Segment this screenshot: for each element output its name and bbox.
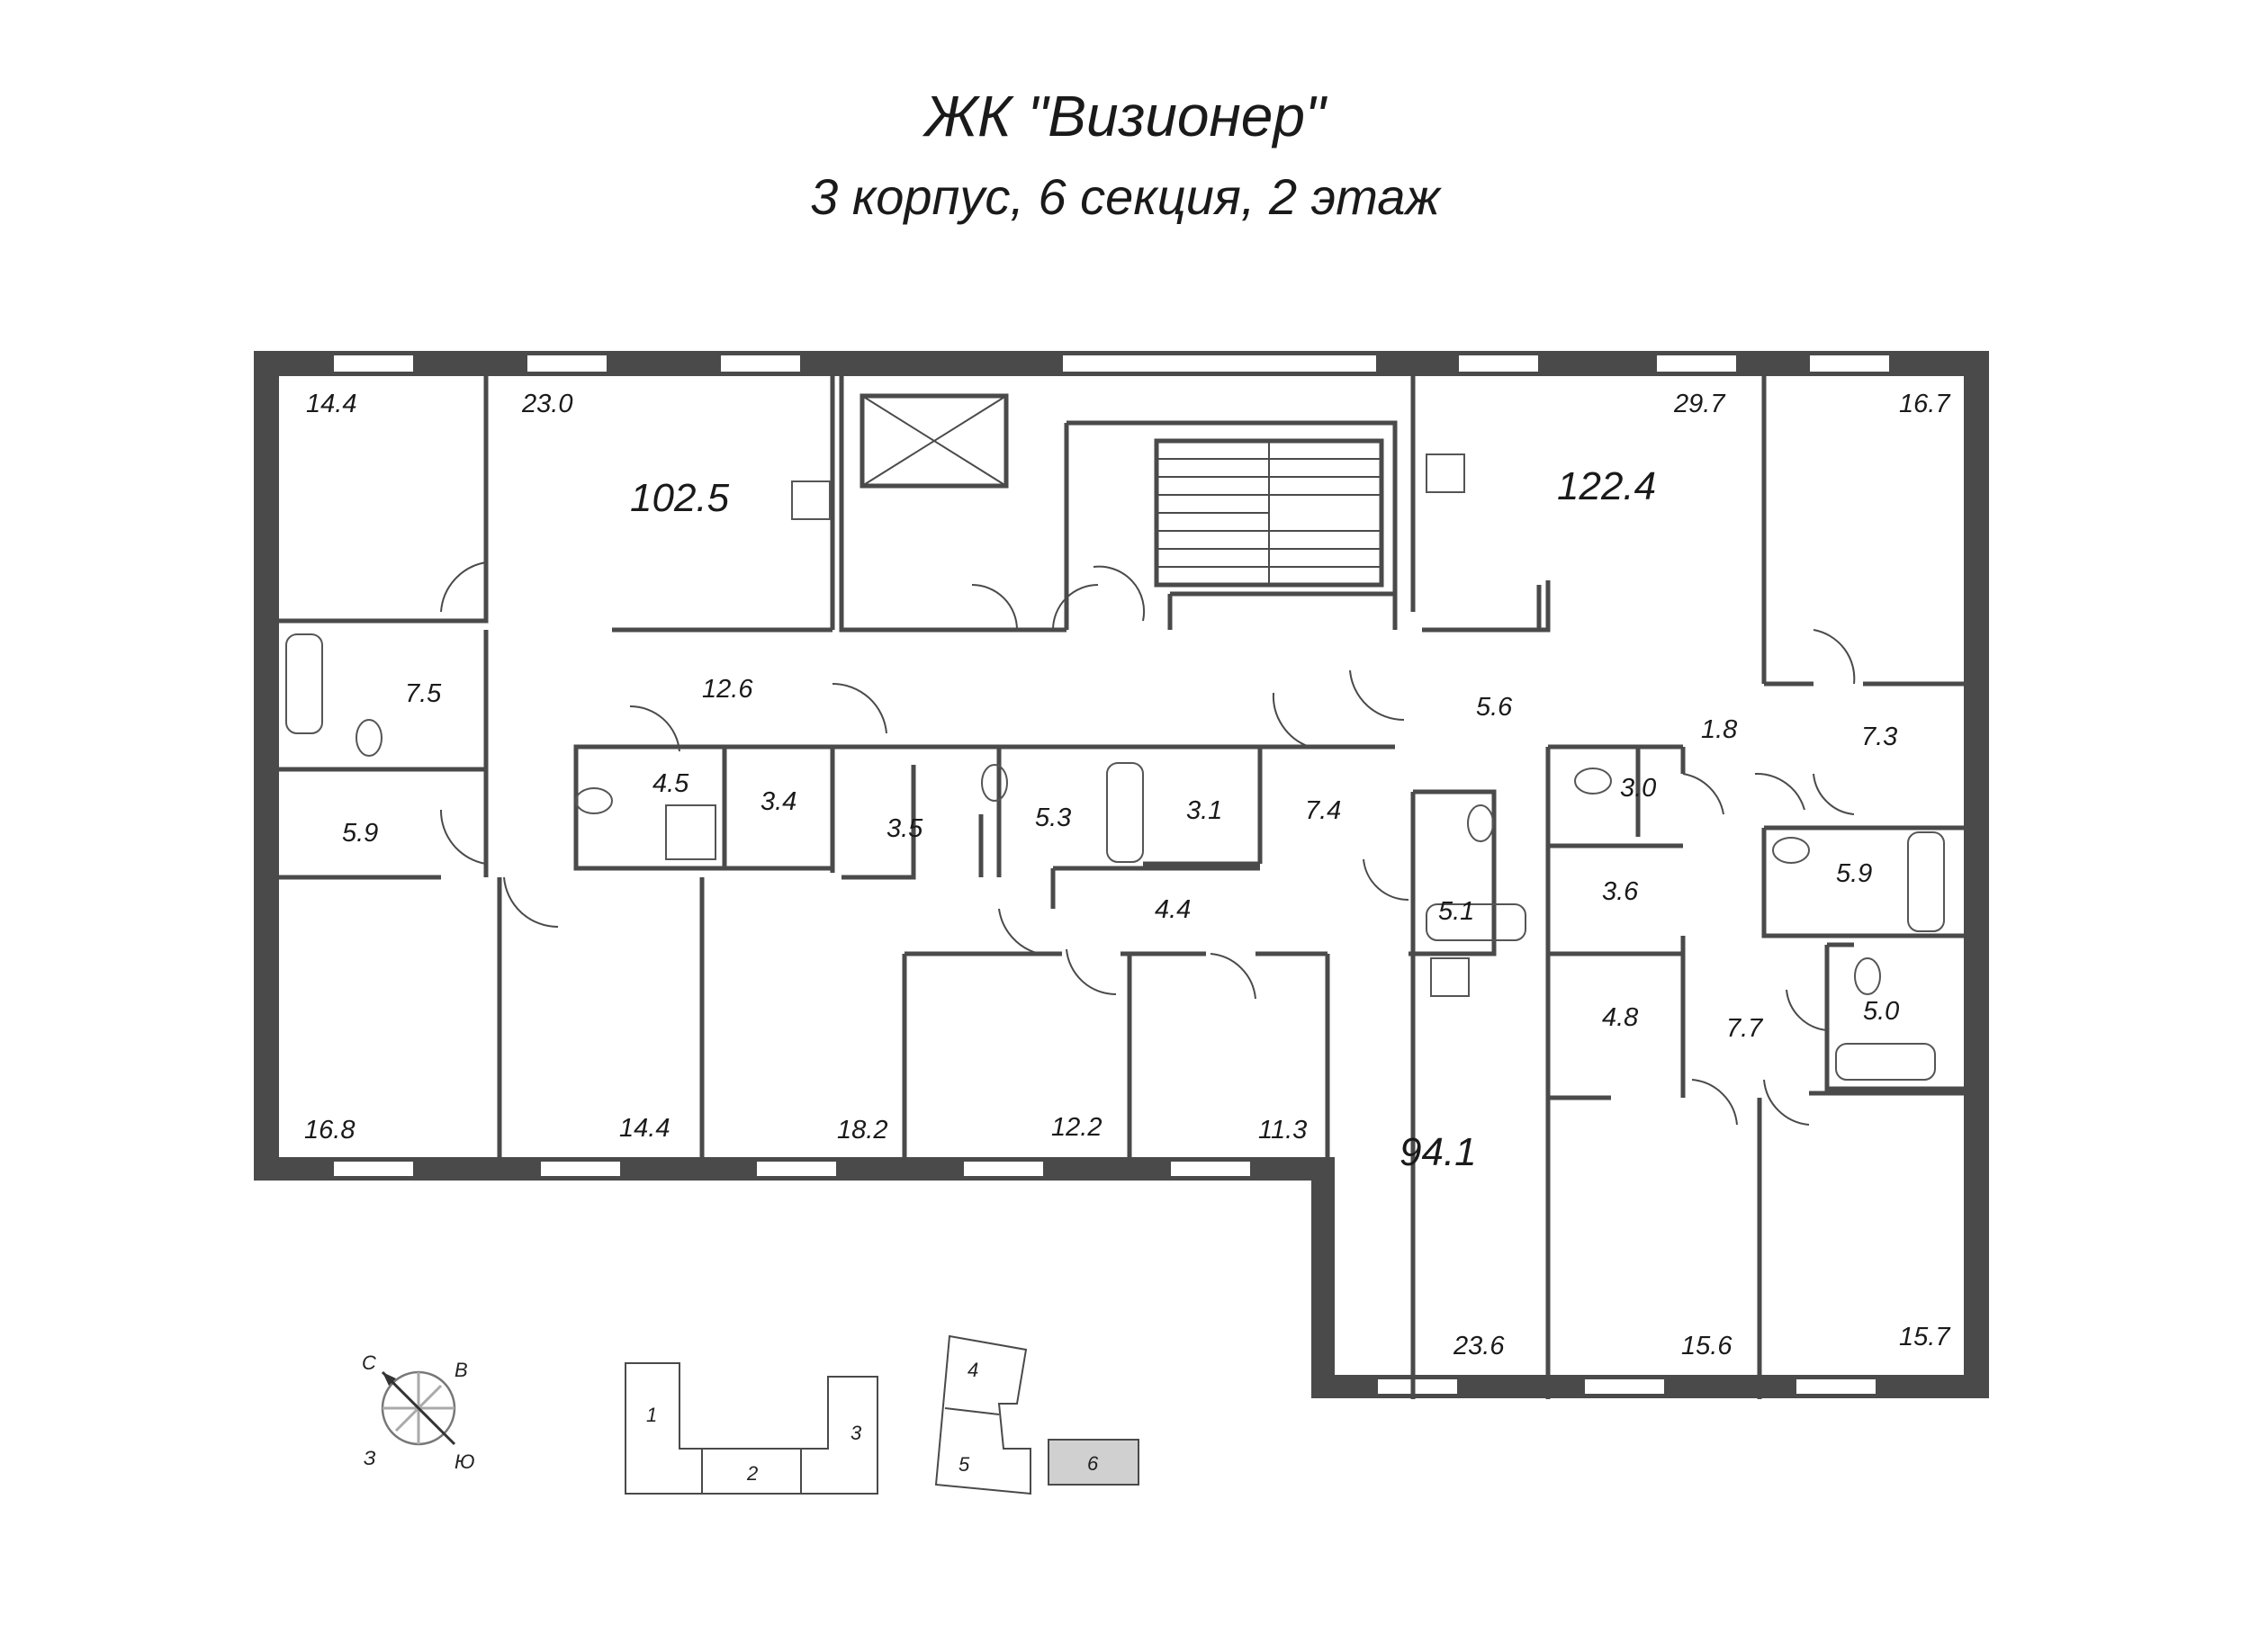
staircase bbox=[1154, 438, 1384, 588]
key-section-label: 1 bbox=[646, 1404, 657, 1426]
room-area: 16.8 bbox=[304, 1116, 355, 1145]
apartment-total-area: 94.1 bbox=[1400, 1130, 1477, 1174]
room-area: 3.1 bbox=[1186, 796, 1222, 825]
floor-subtitle: 3 корпус, 6 секция, 2 этаж bbox=[810, 168, 1440, 225]
key-section-label: 2 bbox=[746, 1462, 758, 1485]
room-area: 16.7 bbox=[1899, 390, 1951, 418]
room-area: 18.2 bbox=[837, 1116, 887, 1145]
room-area: 4.8 bbox=[1602, 1003, 1638, 1032]
room-area: 5.0 bbox=[1863, 997, 1899, 1026]
room-area: 7.5 bbox=[405, 679, 442, 708]
room-area: 3.0 bbox=[1620, 774, 1656, 803]
shower-icon bbox=[665, 804, 716, 860]
room-area: 5.3 bbox=[1035, 804, 1071, 832]
room-area: 3.4 bbox=[760, 787, 796, 816]
compass-south: Ю bbox=[454, 1450, 475, 1473]
room-area: 12.6 bbox=[702, 675, 753, 704]
windows bbox=[332, 354, 1891, 1396]
room-area: 14.4 bbox=[619, 1114, 670, 1143]
apartment-total-area: 102.5 bbox=[630, 476, 730, 520]
key-plan: 1 2 3 4 5 6 bbox=[625, 1334, 1139, 1495]
room-area: 5.9 bbox=[1836, 859, 1872, 888]
room-areas: 14.4 23.0 7.5 12.6 5.9 4.5 3.4 3.5 5.3 3… bbox=[304, 390, 1951, 1360]
room-area: 7.3 bbox=[1861, 723, 1897, 751]
room-area: 4.4 bbox=[1155, 895, 1191, 924]
room-area: 12.2 bbox=[1051, 1113, 1102, 1142]
complex-title: ЖК "Визионер" bbox=[924, 84, 1326, 148]
room-area: 7.4 bbox=[1305, 796, 1341, 825]
room-area: 5.9 bbox=[342, 819, 378, 848]
key-section-label: 5 bbox=[958, 1453, 970, 1476]
stove-icon bbox=[791, 453, 1470, 997]
interior-walls bbox=[279, 376, 1964, 1399]
room-area: 3.5 bbox=[886, 814, 923, 843]
room-area: 23.6 bbox=[1453, 1332, 1505, 1360]
key-section-label: 4 bbox=[968, 1359, 978, 1381]
key-section-highlighted bbox=[1048, 1439, 1139, 1486]
room-area: 15.7 bbox=[1899, 1323, 1951, 1351]
apartment-total-area: 122.4 bbox=[1557, 464, 1656, 508]
compass-west: З bbox=[364, 1447, 376, 1469]
toilet-icon bbox=[356, 719, 1881, 995]
compass-east: В bbox=[454, 1359, 468, 1381]
room-area: 5.1 bbox=[1438, 897, 1474, 926]
bathtub-icon bbox=[285, 633, 1945, 1081]
room-area: 4.5 bbox=[652, 769, 689, 798]
room-area: 7.7 bbox=[1726, 1014, 1764, 1043]
room-area: 5.6 bbox=[1476, 693, 1513, 722]
key-section-label: 3 bbox=[850, 1422, 862, 1444]
key-section-label: 6 bbox=[1087, 1452, 1099, 1475]
room-area: 29.7 bbox=[1673, 390, 1726, 418]
elevator-shaft bbox=[860, 393, 1009, 489]
door-swings bbox=[439, 561, 1856, 1126]
room-area: 3.6 bbox=[1602, 877, 1639, 906]
compass-north: С bbox=[362, 1351, 376, 1374]
compass-rose-icon: С В З Ю bbox=[362, 1351, 475, 1473]
room-area: 14.4 bbox=[306, 390, 356, 418]
room-area: 1.8 bbox=[1701, 715, 1737, 744]
room-area: 15.6 bbox=[1681, 1332, 1732, 1360]
room-area: 23.0 bbox=[521, 390, 572, 418]
room-area: 11.3 bbox=[1258, 1116, 1307, 1145]
outer-walls bbox=[254, 351, 1989, 1398]
